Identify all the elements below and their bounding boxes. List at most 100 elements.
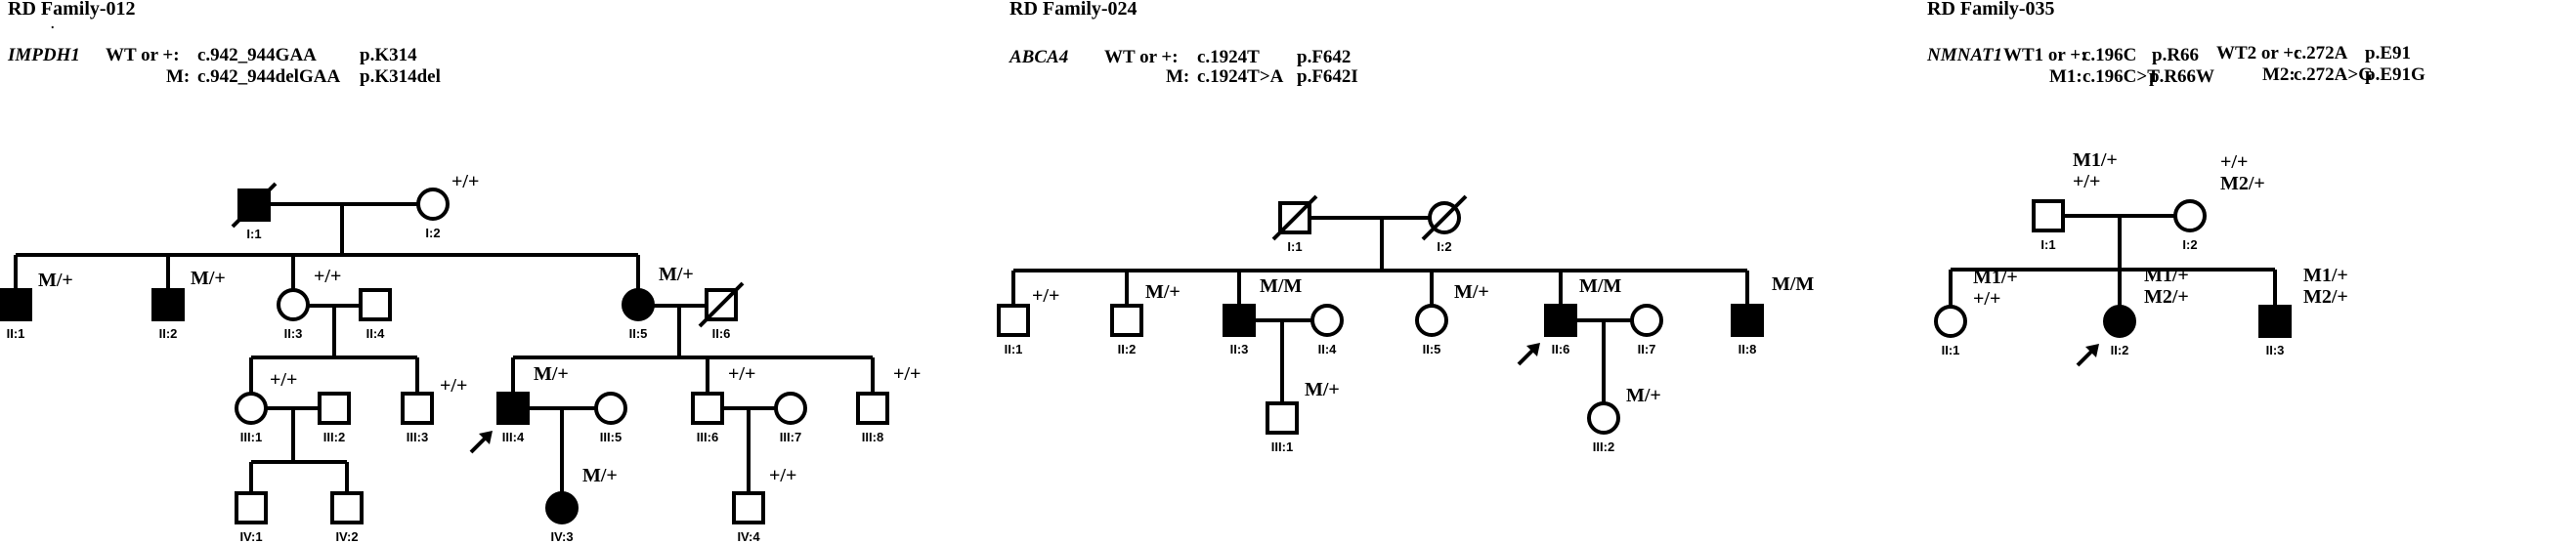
family-035-ii3-male-symbol	[2258, 305, 2292, 338]
family-012-iii1-female-symbol	[235, 392, 268, 425]
family-012-iii1-id-label: III:1	[240, 430, 262, 444]
family-012-iii3-male-symbol	[401, 392, 434, 425]
family-035-i2-female-symbol	[2173, 199, 2207, 232]
family-035-wt2-cdna: c.272A	[2294, 43, 2348, 63]
family-012-ii1-genotype: M/+	[38, 270, 73, 291]
family-012-iv2-male-symbol	[330, 491, 364, 524]
family-035-i1-id-label: I:1	[2040, 237, 2055, 252]
family-035-ii3-genotype-1: M1/+	[2303, 265, 2348, 286]
family-035-i1-male-symbol	[2032, 199, 2065, 232]
family-035-ii3-genotype-2: M2/+	[2303, 286, 2348, 308]
family-024-ii7-id-label: II:7	[1638, 342, 1656, 356]
family-012-iii5-female-symbol	[594, 392, 627, 425]
family-012-iii2-id-label: III:2	[323, 430, 345, 444]
family-035-ii2-female-symbol	[2103, 305, 2136, 338]
family-035-ii2-id-label: II:2	[2111, 343, 2129, 357]
family-012-i2-female-symbol	[416, 188, 450, 221]
family-012-iii6-genotype: +/+	[728, 363, 755, 385]
family-012-iii7-female-symbol	[774, 392, 807, 425]
family-035-ii3-id-label: II:3	[2266, 343, 2285, 357]
family-024-ii5-genotype: M/+	[1454, 281, 1489, 303]
family-012-m-cdna: c.942_944delGAA	[197, 66, 341, 87]
family-035-m2-protein: p.E91G	[2365, 64, 2426, 85]
family-035-m2-cdna: c.272A>G	[2294, 64, 2374, 85]
family-012-ii5-id-label: II:5	[629, 326, 648, 341]
family-035-gene: NMNAT1	[1927, 45, 2003, 65]
family-024-i2-deceased-slash	[1421, 194, 1468, 241]
family-024-wt-cdna: c.1924T	[1197, 47, 1260, 67]
family-012-ii2-id-label: II:2	[159, 326, 178, 341]
family-012-i2-genotype: +/+	[451, 171, 479, 192]
family-012-iii3-genotype: +/+	[440, 375, 467, 397]
family-012-ii1-id-label: II:1	[7, 326, 25, 341]
family-012-ii6-id-label: II:6	[712, 326, 731, 341]
family-024-ii6-genotype: M/M	[1579, 275, 1621, 297]
family-035-i1-genotype-1: M1/+	[2073, 149, 2118, 171]
family-012-iii4-id-label: III:4	[502, 430, 525, 444]
family-024-i1-deceased-slash	[1271, 194, 1318, 241]
family-024-ii3-male-symbol	[1223, 304, 1256, 337]
family-012-wt-cdna: c.942_944GAA	[197, 45, 317, 65]
family-024-title: RD Family-024	[1009, 0, 1138, 20]
family-035-wt1-cdna: c.196C	[2082, 45, 2137, 65]
family-012-ii3-id-label: II:3	[284, 326, 303, 341]
family-012-i1-id-label: I:1	[246, 227, 261, 241]
family-012-ii3-female-symbol	[277, 288, 310, 321]
family-024-wt-protein: p.F642	[1297, 47, 1352, 67]
family-024-ii5-female-symbol	[1415, 304, 1448, 337]
family-024-ii4-female-symbol	[1310, 304, 1344, 337]
family-012-iv1-male-symbol	[235, 491, 268, 524]
family-035-m1-protein: p.R66W	[2149, 66, 2215, 87]
family-035-ii1-genotype-2: +/+	[1973, 288, 2000, 310]
family-024-ii2-genotype: M/+	[1145, 281, 1181, 303]
family-024-iii2-female-symbol	[1587, 401, 1620, 435]
family-024-ii8-male-symbol	[1731, 304, 1764, 337]
family-035-i1-genotype-2: +/+	[2073, 171, 2100, 192]
family-035-title: RD Family-035	[1927, 0, 2055, 20]
family-024-gene: ABCA4	[1009, 47, 1069, 67]
family-035-wt1-protein: p.R66	[2152, 45, 2200, 65]
family-012-dot: .	[51, 18, 55, 32]
family-012-ii5-genotype: M/+	[659, 264, 694, 285]
family-035-i2-genotype-1: +/+	[2220, 151, 2248, 173]
family-012-iv2-id-label: IV:2	[335, 529, 358, 544]
family-012-iii8-id-label: III:8	[862, 430, 883, 444]
family-035-wt2-protein: p.E91	[2365, 43, 2411, 63]
family-024-ii3-genotype: M/M	[1260, 275, 1302, 297]
family-024-ii4-id-label: II:4	[1318, 342, 1338, 356]
family-024-ii1-genotype: +/+	[1032, 285, 1059, 307]
family-012-wt-label: WT or +:	[106, 45, 180, 65]
family-035-ii2-proband-arrowhead-icon	[2085, 344, 2099, 357]
family-024-ii1-male-symbol	[997, 304, 1030, 337]
family-012-ii3-genotype: +/+	[314, 266, 341, 287]
family-012-ii2-male-symbol	[151, 288, 185, 321]
family-012-ii5-female-symbol	[622, 288, 655, 321]
family-024-m-protein: p.F642I	[1297, 66, 1358, 87]
family-035-ii2-genotype-2: M2/+	[2144, 286, 2189, 308]
family-012-ii4-male-symbol	[359, 288, 392, 321]
family-012-gene: IMPDH1	[8, 45, 80, 65]
family-024-ii8-id-label: II:8	[1739, 342, 1757, 356]
family-024-m-cdna: c.1924T>A	[1197, 66, 1284, 87]
family-035-ii2-genotype-1: M1/+	[2144, 265, 2189, 286]
family-012-m-label: M:	[166, 66, 191, 87]
family-035-wt2-label: WT2 or +:	[2216, 43, 2300, 63]
family-024-ii6-proband-arrowhead-icon	[1526, 343, 1540, 356]
family-024-ii7-female-symbol	[1630, 304, 1663, 337]
family-012-iv4-male-symbol	[732, 491, 765, 524]
family-035-m2-label: M2:	[2262, 64, 2296, 85]
family-012-ii1-male-symbol	[0, 288, 32, 321]
family-012-iii3-id-label: III:3	[407, 430, 428, 444]
family-035-wt1-label: WT1 or +:	[2003, 45, 2087, 65]
family-024-ii8-genotype: M/M	[1772, 273, 1814, 295]
family-024-ii6-male-symbol	[1544, 304, 1577, 337]
family-024-ii5-id-label: II:5	[1423, 342, 1441, 356]
family-024-i1-id-label: I:1	[1287, 239, 1302, 254]
family-012-wt-protein: p.K314	[360, 45, 417, 65]
family-012-ii2-genotype: M/+	[191, 268, 226, 289]
family-024-iii1-male-symbol	[1266, 401, 1299, 435]
family-012-iii1-genotype: +/+	[270, 369, 297, 391]
family-024-ii3-id-label: II:3	[1230, 342, 1249, 356]
family-012-ii4-id-label: II:4	[366, 326, 386, 341]
family-012-iii7-id-label: III:7	[780, 430, 801, 444]
